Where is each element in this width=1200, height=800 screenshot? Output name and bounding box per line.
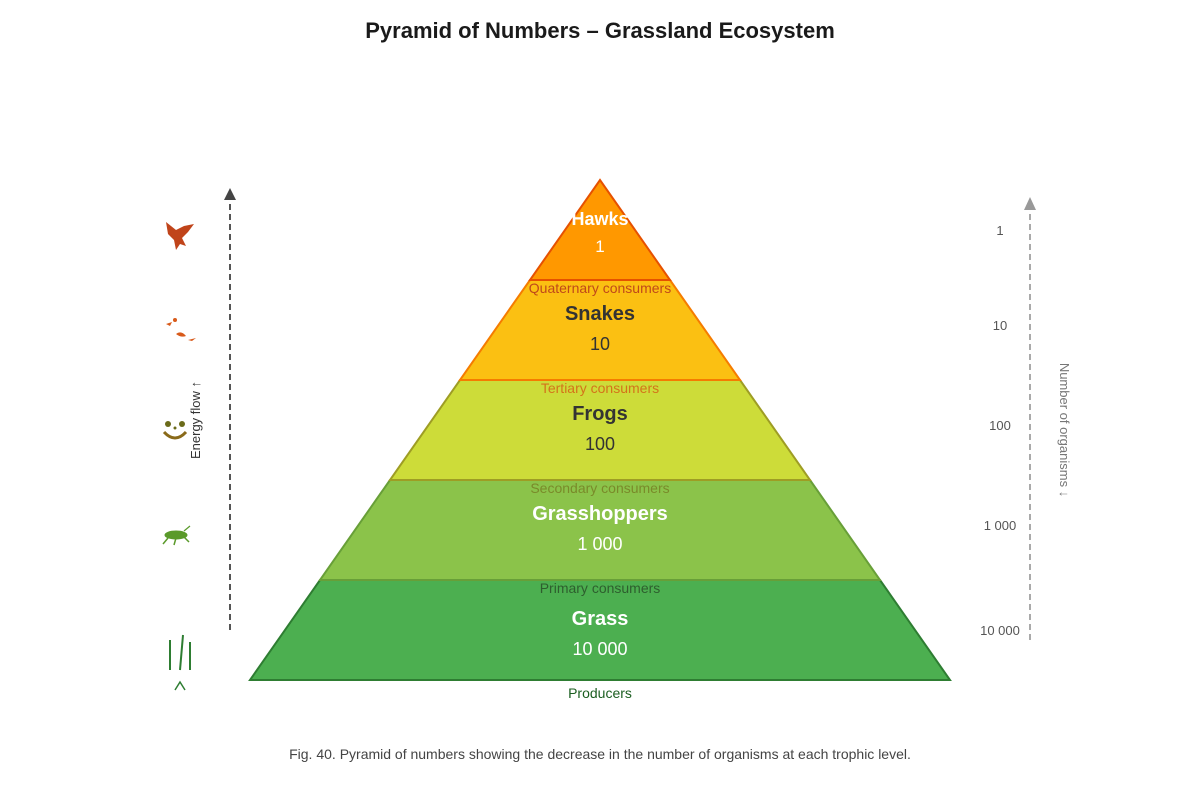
level-name-grass: Grass (572, 608, 629, 630)
role-snakes: Tertiary consumers (541, 380, 659, 396)
level-count-hawks: 1 (595, 237, 604, 256)
role-frogs: Secondary consumers (530, 480, 669, 496)
level-name-frogs: Frogs (572, 403, 628, 425)
level-name-snakes: Snakes (565, 303, 635, 325)
grass-icon (169, 634, 191, 691)
hawk-icon (166, 222, 194, 250)
role-grass: Producers (568, 685, 632, 701)
energy-flow-label: Energy flow ↑ (188, 381, 203, 459)
level-name-hawks: Hawks (571, 209, 628, 229)
energy-flow-arrowhead (224, 188, 236, 200)
grasshopper-icon (162, 525, 191, 546)
axis-tick: 10 (993, 318, 1007, 333)
level-count-grasshoppers: 1 000 (577, 534, 622, 554)
axis-tick: 1 (996, 223, 1003, 238)
diagram-title: Pyramid of Numbers – Grassland Ecosystem (365, 18, 835, 43)
organism-count-label: Number of organisms ↓ (1057, 363, 1072, 497)
figure-caption: Fig. 40. Pyramid of numbers showing the … (289, 746, 911, 762)
snake-icon (166, 318, 196, 341)
role-hawks: Quaternary consumers (529, 280, 671, 296)
level-name-grasshoppers: Grasshoppers (532, 503, 668, 525)
axis-tick: 1 000 (984, 518, 1017, 533)
frog-icon (162, 421, 188, 440)
axis-tick: 10 000 (980, 623, 1020, 638)
level-count-grass: 10 000 (572, 639, 627, 659)
tier-hawks (528, 178, 672, 281)
axis-tick: 100 (989, 418, 1011, 433)
organism-count-arrowhead (1024, 197, 1036, 210)
level-count-frogs: 100 (585, 434, 615, 454)
role-grasshoppers: Primary consumers (540, 580, 661, 596)
level-count-snakes: 10 (590, 334, 610, 354)
